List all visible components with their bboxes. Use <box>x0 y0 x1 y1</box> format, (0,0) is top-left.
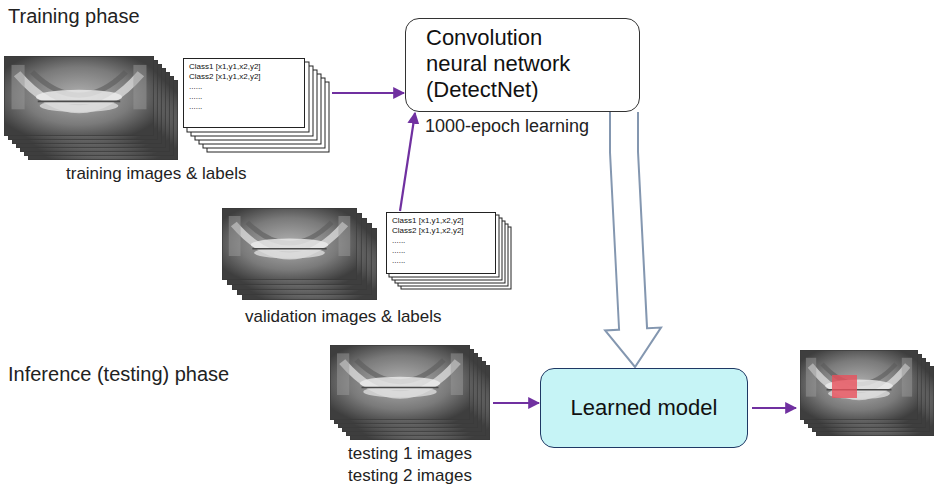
node-label: Convolution neural network (DetectNet) <box>426 25 606 103</box>
training-note: 1000-epoch learning <box>425 115 589 138</box>
set-caption: training images & labels <box>66 163 246 184</box>
hollow-arrow <box>605 112 661 367</box>
validation-image-stack <box>222 208 377 300</box>
phase-heading: Inference (testing) phase <box>8 362 229 387</box>
model-box: Learned model <box>540 368 748 448</box>
flow-arrow <box>400 113 415 211</box>
flow-arrow <box>493 402 539 404</box>
card-text: ...... <box>189 92 299 102</box>
image-stack-node: testing 1 imagestesting 2 images <box>330 345 470 420</box>
label-group: Convolution neural network (DetectNet) <box>426 25 606 103</box>
card-text: Class2 [x1,y1,x2,y2] <box>189 72 299 82</box>
card-text: ...... <box>189 102 299 112</box>
network-box: Convolution neural network (DetectNet) <box>405 18 640 112</box>
card-text: ...... <box>392 236 490 246</box>
hollow-arrowhead <box>605 328 661 367</box>
training-image-stack <box>4 56 178 160</box>
flow-arrow <box>332 92 404 94</box>
output-image-stack <box>800 350 934 436</box>
card-text: Class1 [x1,y1,x2,y2] <box>189 62 299 72</box>
image-caption: testing 2 images <box>330 465 490 487</box>
image-caption: testing 1 images <box>330 443 490 465</box>
set-caption: validation images & labels <box>245 306 442 327</box>
testing-image-stack <box>330 345 490 440</box>
detection-box <box>832 375 857 398</box>
hollow-arrow-fill <box>624 112 633 332</box>
output-arrow <box>752 407 796 409</box>
caption-group: testing 1 imagestesting 2 images <box>330 443 490 487</box>
card-text: Class2 [x1,y1,x2,y2] <box>392 226 490 236</box>
card-text: Class1 [x1,y1,x2,y2] <box>392 216 490 226</box>
phase-heading: Training phase <box>8 4 140 29</box>
card-text: ...... <box>392 256 490 266</box>
label-card: Class1 [x1,y1,x2,y2]Class2 [x1,y1,x2,y2]… <box>183 58 305 128</box>
card-text: ...... <box>189 82 299 92</box>
card-text: ...... <box>392 246 490 256</box>
node-label: Learned model <box>571 395 718 421</box>
label-card: Class1 [x1,y1,x2,y2]Class2 [x1,y1,x2,y2]… <box>386 212 496 274</box>
